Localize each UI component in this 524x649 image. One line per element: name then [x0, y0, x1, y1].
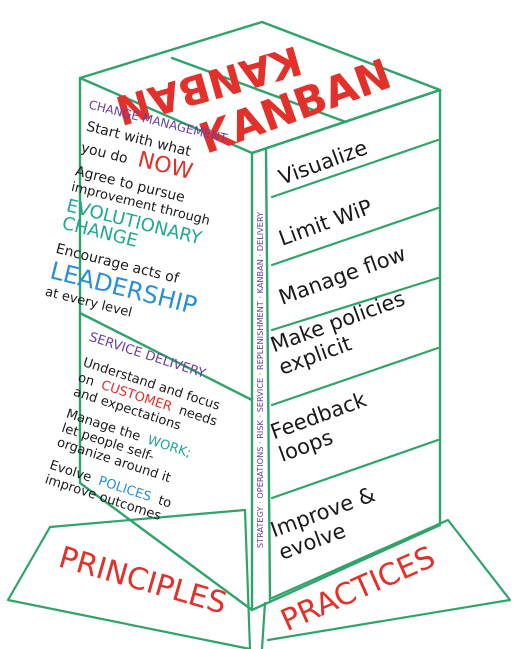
cm-line-2-prefix: you do: [79, 140, 129, 167]
edge-strip-text: STRATEGY · OPERATIONS · RISK · SERVICE ·…: [255, 211, 265, 548]
floor: [6, 508, 512, 649]
principles-label: PRINCIPLES: [55, 540, 231, 621]
practice-divider: [270, 438, 440, 500]
practice-item: Visualize: [276, 136, 371, 190]
practice-divider: [270, 138, 440, 199]
practice-divider: [270, 276, 440, 332]
right-face-outline: [250, 88, 442, 612]
practice-dividers: [270, 138, 440, 500]
sd-line-2-prefix: on: [76, 370, 96, 389]
floor-right-plane: [260, 518, 512, 649]
left-face-divider: [78, 311, 254, 402]
top-face-divider: [170, 56, 348, 124]
service-delivery-section: SERVICE DELIVERY Understand and focus on…: [43, 330, 222, 524]
change-management-section: CHANGE MANAGEMENT Start with what you do…: [43, 98, 229, 321]
practice-divider: [270, 346, 440, 407]
practice-item: Limit WiP: [276, 195, 376, 251]
floor-left-plane: [6, 508, 252, 649]
edge-strip: [264, 148, 272, 602]
left-face-outline: [78, 76, 254, 612]
practice-divider: [270, 206, 440, 267]
cube-outline: [78, 20, 442, 612]
practice-item: Feedbackloops: [267, 387, 378, 467]
practice-line: Limit WiP: [276, 195, 376, 251]
sd-line-7-suffix: to: [156, 493, 173, 511]
practice-line: Visualize: [276, 136, 371, 190]
